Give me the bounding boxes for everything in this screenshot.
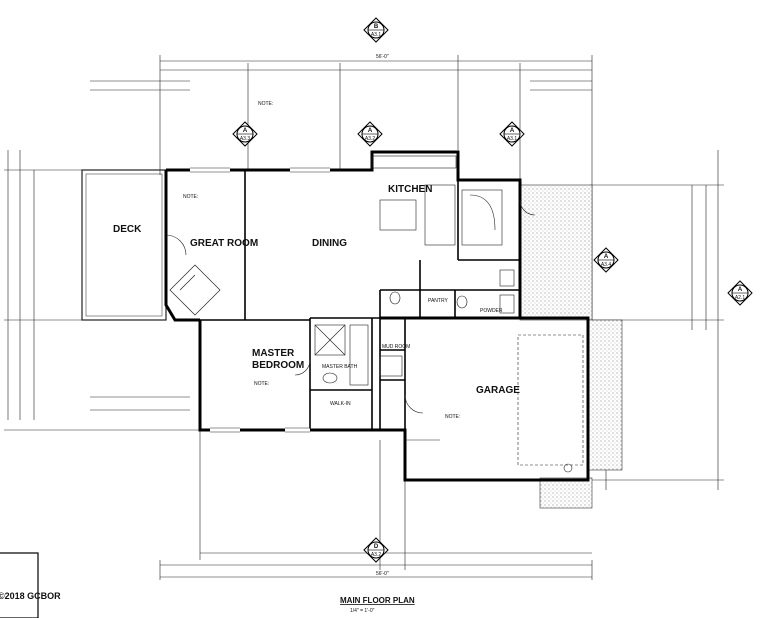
- section-marker-letter: A: [510, 128, 515, 134]
- note-label-great-room: NOTE:: [183, 194, 198, 200]
- room-label-deck: DECK: [113, 224, 142, 235]
- section-marker-letter: A: [604, 254, 609, 260]
- concrete-apron-right: [587, 319, 623, 471]
- room-label-kitchen: KITCHEN: [388, 184, 432, 195]
- room-label-dining: DINING: [312, 238, 347, 249]
- copyright-text: ©2018 GCBOR: [0, 591, 61, 601]
- dimension-labels: 56'-0" 56'-0": [376, 54, 389, 577]
- deck-area: [81, 169, 167, 321]
- room-label-garage: GARAGE: [476, 385, 520, 396]
- room-label-walk-in: WALK-IN: [330, 401, 351, 407]
- openings: [165, 167, 536, 433]
- drawing-title: MAIN FLOOR PLAN: [340, 596, 415, 605]
- room-label-master-bath: MASTER BATH: [322, 364, 358, 370]
- section-marker-sheet: A3.4: [601, 262, 612, 268]
- garage-details: [405, 334, 584, 473]
- section-marker: A A3.2: [357, 121, 383, 147]
- room-label-mud-room: MUD ROOM: [382, 344, 410, 350]
- section-marker-sheet: A3.3: [240, 136, 251, 142]
- drawing-scale: 1/4" = 1'-0": [350, 608, 375, 614]
- bath-fixtures: [314, 291, 515, 386]
- note-label-bedroom: NOTE:: [254, 381, 269, 387]
- section-marker: B A3.1: [363, 17, 389, 43]
- section-marker-letter: B: [374, 24, 379, 30]
- kitchen-fixtures: [371, 155, 515, 287]
- section-marker-letter: A: [738, 287, 743, 293]
- room-label-master-1: MASTER: [252, 348, 295, 359]
- section-marker-sheet: A3.1: [371, 32, 382, 38]
- section-marker-sheet: A2.1: [735, 295, 746, 301]
- section-marker-sheet: A3.2: [365, 136, 376, 142]
- bottom-overall-dimension: 56'-0": [376, 571, 389, 577]
- concrete-apron-bottom: [539, 477, 593, 509]
- room-labels: DECK GREAT ROOM DINING KITCHEN MASTER BE…: [113, 101, 520, 420]
- note-label-garage: NOTE:: [445, 414, 460, 420]
- section-marker-letter: D: [374, 544, 379, 550]
- section-marker: A A3.3: [232, 121, 258, 147]
- room-label-powder: POWDER: [480, 308, 503, 314]
- note-label-top: NOTE:: [258, 101, 273, 107]
- section-marker-letter: A: [368, 128, 373, 134]
- copyright-stamp: ©2018 GCBOR: [0, 552, 61, 618]
- room-label-pantry: PANTRY: [428, 298, 448, 304]
- room-label-great-room: GREAT ROOM: [190, 238, 258, 249]
- section-marker-sheet: A3.1: [507, 136, 518, 142]
- concrete-apron-upper: [519, 184, 593, 321]
- section-marker: A A2.1: [727, 280, 753, 306]
- fireplace: [169, 264, 221, 316]
- top-overall-dimension: 56'-0": [376, 54, 389, 60]
- interior-walls: [200, 170, 520, 430]
- title-block: MAIN FLOOR PLAN 1/4" = 1'-0": [340, 596, 415, 614]
- room-label-master-2: BEDROOM: [252, 360, 304, 371]
- section-marker: A A3.4: [593, 247, 619, 273]
- section-marker-letter: A: [243, 128, 248, 134]
- section-marker: A A3.1: [499, 121, 525, 147]
- exterior-walls: [164, 150, 590, 482]
- section-marker: D A3.2: [363, 537, 389, 563]
- section-marker-sheet: A3.2: [371, 552, 382, 558]
